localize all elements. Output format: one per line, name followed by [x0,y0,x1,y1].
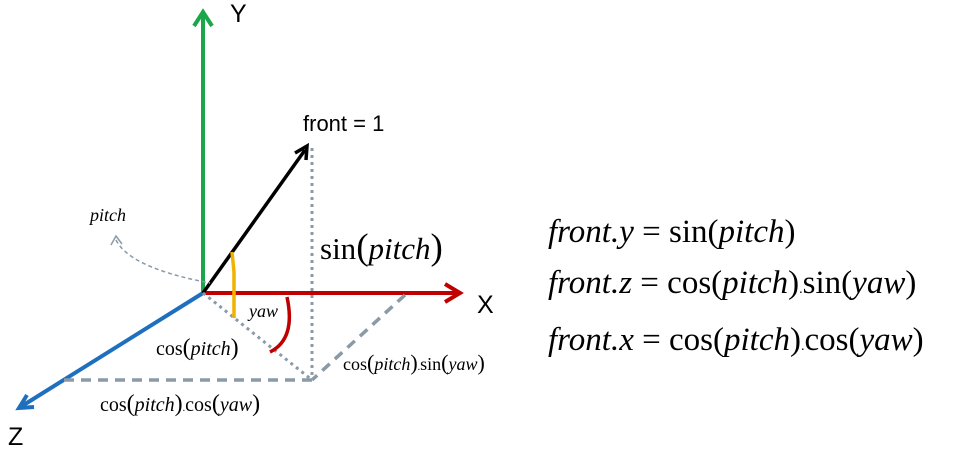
formula-front-z: front.z = cos(pitch).sin(yaw) [548,265,917,301]
x-axis [203,282,464,304]
formula-block: front.y = sin(pitch) front.z = cos(pitch… [548,207,924,372]
formula-fn: cos [667,265,712,301]
formula-front-x: front.x = cos(pitch).cos(yaw) [548,322,924,358]
formula-arg: pitch [723,322,790,358]
front-vector-label: front = 1 [303,111,384,136]
cos-pitch-cos-yaw-label: cos(pitch).cos(yaw) [100,391,260,417]
yaw-angle-arc [269,296,292,354]
y-axis-label: Y [230,0,247,28]
pitch-rotation-arc [115,239,211,284]
formula-fn: sin [668,214,708,250]
cos-pitch-label: cos(pitch) [156,335,239,361]
formula-fn: cos [668,322,713,358]
z-axis [15,291,205,411]
formula-arg: pitch [718,214,785,250]
formula-arg: pitch [722,265,789,301]
pitch-rotation-label: pitch [88,205,126,225]
z-component-dashed [310,293,407,382]
formula-fn: sin [802,265,842,301]
formula-fn: cos [804,322,849,358]
formula-arg: yaw [852,265,906,301]
y-axis [192,8,214,293]
front-vector [201,142,309,295]
z-axis-label: Z [8,423,23,451]
formula-front-y: front.y = sin(pitch) [548,214,796,250]
sin-pitch-label: sin(pitch) [320,227,443,268]
formula-arg: yaw [859,322,913,358]
x-axis-label: X [477,291,494,319]
formula-lhs: front.z [548,265,633,301]
formula-lhs: front.y [548,214,634,250]
pitch-rotation-arrowhead [110,234,123,246]
pitch-angle-arc [230,251,236,318]
yaw-angle-label: yaw [247,301,278,321]
xz-projection-line [202,291,313,382]
cos-pitch-sin-yaw-label: cos(pitch).sin(yaw) [343,350,485,375]
formula-lhs: front.x [548,322,634,358]
